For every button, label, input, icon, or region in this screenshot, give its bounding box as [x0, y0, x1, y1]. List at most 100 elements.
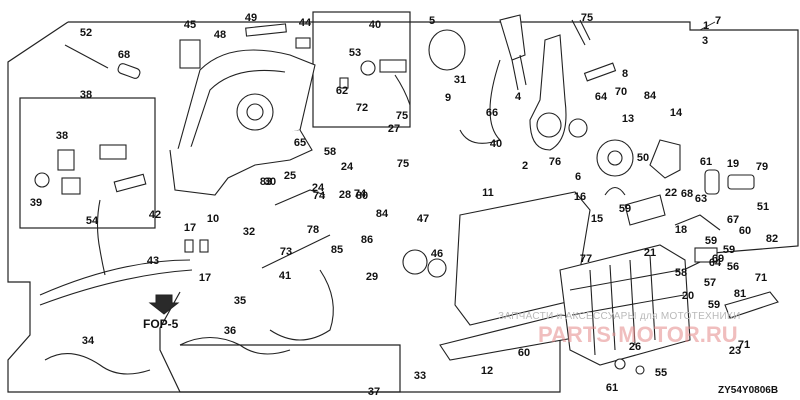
callout-45: 45 [184, 19, 196, 31]
callout-52: 52 [80, 27, 92, 39]
clip-17b [199, 239, 209, 253]
callout-17: 17 [199, 272, 211, 284]
gasket-22 [624, 194, 666, 226]
callout-28: 28 [339, 189, 351, 201]
callout-46: 46 [431, 248, 443, 260]
callout-31: 31 [454, 74, 466, 86]
nut-22 [339, 77, 349, 89]
switch-42 [379, 59, 407, 73]
callout-30: 30 [264, 176, 276, 188]
cord-45 [96, 199, 106, 276]
rod-30 [261, 234, 331, 269]
callout-8: 8 [622, 68, 628, 80]
gear-13 [596, 139, 634, 177]
callout-79: 79 [756, 161, 768, 173]
callout-50: 50 [637, 152, 649, 164]
callout-13: 13 [622, 113, 634, 125]
callout-56: 56 [727, 261, 739, 273]
switch-40 [57, 149, 75, 171]
fop-arrow-icon [148, 294, 180, 315]
callout-68: 68 [681, 188, 693, 200]
callout-19: 19 [727, 158, 739, 170]
harness-36 [44, 353, 151, 375]
bracket-14 [649, 139, 681, 179]
callout-22: 22 [665, 187, 677, 199]
plate-51 [245, 23, 287, 37]
callout-47: 47 [417, 213, 429, 225]
callout-38: 38 [56, 130, 68, 142]
arm-18 [674, 214, 721, 231]
callout-61: 61 [606, 382, 618, 394]
cable-upper [39, 259, 191, 296]
callout-53: 53 [349, 47, 361, 59]
callout-44: 44 [299, 17, 312, 29]
callout-16: 16 [574, 191, 586, 203]
callout-72: 72 [356, 102, 368, 114]
callout-5: 5 [429, 15, 435, 27]
ring-5 [428, 29, 466, 71]
reference-label: FOP-5 [143, 317, 179, 331]
callout-64: 64 [595, 91, 608, 103]
callout-86: 86 [361, 234, 373, 246]
callout-20: 20 [682, 290, 694, 302]
callout-33: 33 [414, 370, 426, 382]
callout-74: 74 [313, 190, 326, 202]
callout-26: 26 [629, 341, 641, 353]
callout-59: 59 [705, 235, 717, 247]
callout-81: 81 [734, 288, 746, 300]
bolt-54 [64, 44, 109, 69]
callout-65: 65 [294, 137, 306, 149]
watermark-text: ЗАПЧАСТИ и АКСЕССУАРЫ для МОТОТЕХНИКИ [498, 311, 741, 322]
callout-60: 60 [739, 225, 751, 237]
callout-61: 61 [700, 156, 712, 168]
callout-24: 24 [341, 161, 354, 173]
callout-69: 69 [712, 253, 724, 265]
connector-20 [694, 247, 718, 263]
clip-17a [184, 239, 194, 253]
callout-37: 37 [368, 386, 380, 398]
washer-55 [360, 60, 376, 76]
plate-19 [727, 174, 755, 190]
callout-24: 24 [312, 182, 325, 194]
callout-40: 40 [369, 19, 381, 31]
link-32 [274, 189, 326, 206]
callout-74: 74 [354, 188, 367, 200]
callout-42: 42 [149, 209, 161, 221]
sleeve-69 [117, 63, 141, 79]
callout-7: 7 [715, 15, 721, 27]
callout-75: 75 [581, 12, 593, 24]
inset-box-39 [19, 97, 156, 229]
harness-37 [179, 337, 291, 355]
callout-59: 59 [619, 203, 631, 215]
callout-54: 54 [86, 215, 99, 227]
callout-71: 71 [755, 272, 767, 284]
callout-17: 17 [184, 222, 196, 234]
harness-35 [269, 269, 334, 341]
callout-71: 71 [738, 339, 750, 351]
callout-75: 75 [396, 110, 408, 122]
callout-1: 1 [703, 20, 709, 32]
ring-39 [34, 172, 50, 188]
callout-58: 58 [324, 146, 336, 158]
callout-36: 36 [224, 325, 236, 337]
callout-55: 55 [655, 367, 667, 379]
callout-34: 34 [82, 335, 95, 347]
callout-64: 64 [709, 257, 722, 269]
callout-43: 43 [147, 255, 159, 267]
callout-80: 80 [356, 190, 368, 202]
watermark-brand: PARTS·MOTOR.RU [538, 322, 738, 347]
disc-6 [568, 118, 588, 138]
callout-59: 59 [723, 244, 735, 256]
callout-67: 67 [727, 214, 739, 226]
callout-9: 9 [445, 92, 451, 104]
callout-84: 84 [644, 90, 657, 102]
block-62 [704, 169, 720, 195]
diagram-code: ZY54Y0806B [718, 385, 778, 396]
callout-59: 59 [708, 299, 720, 311]
callout-14: 14 [670, 107, 683, 119]
plug-39 [99, 144, 127, 160]
callout-27: 27 [388, 123, 400, 135]
callout-2: 2 [522, 160, 528, 172]
wire-41 [459, 59, 502, 144]
